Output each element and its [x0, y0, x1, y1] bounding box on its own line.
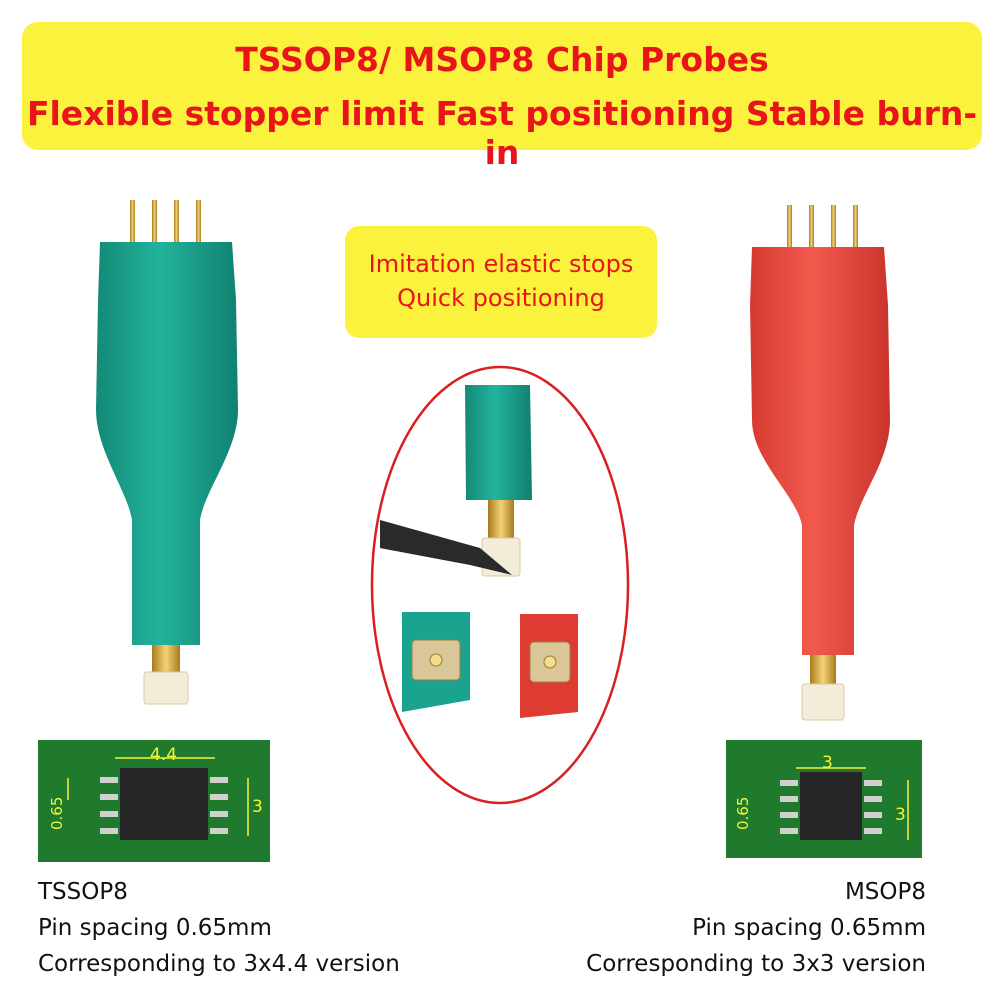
- red-probe: [750, 205, 890, 721]
- msop8-chip: [800, 772, 862, 840]
- green-probe-pins: [130, 200, 201, 245]
- detail-tweezer: [380, 520, 512, 575]
- msop8-caption: MSOP8 Pin spacing 0.65mm Corresponding t…: [586, 874, 926, 982]
- tssop8-board: 4.4 3 0.65: [38, 740, 270, 862]
- green-probe-tip: [152, 645, 180, 675]
- title-banner: TSSOP8/ MSOP8 Chip Probes Flexible stopp…: [22, 22, 982, 172]
- tssop8-caption: TSSOP8 Pin spacing 0.65mm Corresponding …: [38, 874, 400, 982]
- tssop8-name: TSSOP8: [38, 879, 128, 905]
- detail-green-tip: [465, 385, 532, 500]
- banner-title: TSSOP8/ MSOP8 Chip Probes: [235, 40, 769, 79]
- tssop8-dim-width: 4.4: [150, 745, 177, 765]
- red-probe-pins: [787, 205, 858, 250]
- msop8-dim-pitch: 0.65: [734, 797, 752, 830]
- green-probe-cap: [143, 671, 189, 705]
- msop8-dim-height: 3: [895, 805, 906, 825]
- red-probe-body: [750, 247, 890, 655]
- msop8-name: MSOP8: [844, 879, 926, 905]
- tssop8-spacing: Pin spacing 0.65mm: [38, 915, 272, 941]
- red-probe-tip: [810, 655, 836, 687]
- msop8-board: 3 3 0.65: [726, 740, 922, 858]
- tssop8-version: Corresponding to 3x4.4 version: [38, 951, 400, 977]
- green-probe: [96, 200, 238, 705]
- detail-closeup: [370, 365, 630, 805]
- callout-line2: Quick positioning: [397, 284, 605, 312]
- feature-callout: Imitation elastic stops Quick positionin…: [345, 226, 657, 338]
- green-probe-body: [96, 242, 238, 645]
- tssop8-dim-height: 3: [252, 797, 263, 817]
- tssop8-dim-pitch: 0.65: [48, 797, 66, 830]
- msop8-version: Corresponding to 3x3 version: [586, 951, 926, 977]
- msop8-dim-width: 3: [822, 753, 833, 773]
- tssop8-chip: [120, 768, 208, 840]
- callout-line1: Imitation elastic stops: [368, 250, 634, 278]
- banner-subtitle: Flexible stopper limit Fast positioning …: [26, 94, 978, 172]
- red-probe-cap: [801, 683, 845, 721]
- msop8-spacing: Pin spacing 0.65mm: [692, 915, 926, 941]
